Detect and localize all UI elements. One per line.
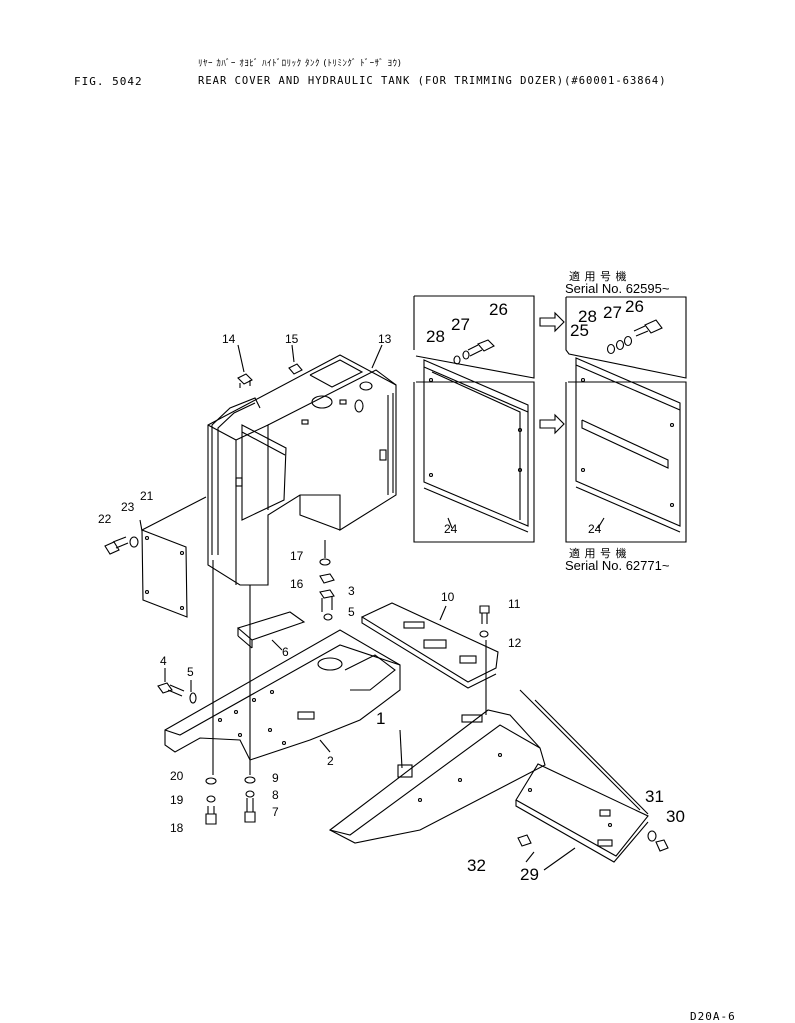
callout-28-left: 28 [426,327,445,346]
bolt-22 [104,536,129,555]
callout-7: 7 [272,805,279,819]
callout-5-lower: 5 [187,665,194,679]
callout-20: 20 [170,769,184,783]
detail-box-right-upper [565,296,687,379]
callout-4: 4 [160,654,167,668]
detail-box-left-upper [413,295,535,379]
tank-handle [211,397,261,555]
leader-lines [139,344,649,871]
tank-side-cover [235,424,287,521]
bolt-4 [157,682,185,697]
bolt-3 [319,589,335,612]
title-english: REAR COVER AND HYDRAULIC TANK (FOR TRIMM… [198,75,667,87]
callout-1: 1 [376,709,386,728]
callout-5-upper: 5 [348,605,355,619]
callout-16: 16 [290,577,304,591]
figure-label: FIG. 5042 [74,75,143,88]
callout-29: 29 [520,865,539,884]
bolt-26-right [633,319,663,337]
callout-10: 10 [441,590,455,604]
callout-3: 3 [348,584,355,598]
serial-note-upper: Serial No. 62595~ [565,281,670,296]
frame-1 [328,709,546,844]
page-code: D20A-6 [690,1010,736,1023]
callout-30: 30 [666,807,685,826]
callout-21: 21 [140,489,154,503]
bolt-18 [205,806,217,825]
callout-32: 32 [467,856,486,875]
bolt-26-left [467,339,495,357]
serial-note-lower-jp: 適 用 号 機 [569,547,627,560]
callout-27-left: 27 [451,315,470,334]
callout-24-left: 24 [444,522,458,536]
arrow-lower [539,413,565,435]
cap-14 [237,373,253,388]
plug-16 [319,573,335,584]
callout-14: 14 [222,332,236,346]
serial-note-lower: Serial No. 62771~ [565,558,670,573]
detail-box-left-lower [413,381,535,543]
plate-21 [141,496,207,618]
side-cover-panel-right [575,357,681,533]
callout-8: 8 [272,788,279,802]
side-cover-panel-left [423,359,529,533]
frame-2 [164,629,401,761]
detail-box-right-lower [565,381,687,543]
callout-17: 17 [290,549,304,563]
callout-18: 18 [170,821,184,835]
callout-11: 11 [508,597,521,611]
cover-29 [515,763,649,863]
serial-note-upper-jp: 適 用 号 機 [569,270,627,283]
callout-31: 31 [645,787,664,806]
callout-13: 13 [378,332,392,346]
bolt-30 [655,839,669,852]
plate-10 [360,602,499,689]
bolt-11 [479,605,490,624]
arrow-upper [539,311,565,333]
callout-28-right: 28 [578,307,597,326]
callout-19: 19 [170,793,184,807]
nut-32 [517,834,532,847]
callout-23: 23 [121,500,135,514]
callout-26-right: 26 [625,297,644,316]
callout-24-right: 24 [588,522,602,536]
callout-27-right: 27 [603,303,622,322]
cap-15 [288,363,303,375]
callout-25: 25 [570,321,589,340]
bracket-6 [236,611,306,649]
bolt-7 [244,798,256,823]
callout-9: 9 [272,771,279,785]
callout-12: 12 [508,636,522,650]
callout-26-left: 26 [489,300,508,319]
callout-6: 6 [282,645,289,659]
callout-22: 22 [98,512,112,526]
callout-15: 15 [285,332,299,346]
callout-2: 2 [327,754,334,768]
title-japanese: ﾘﾔｰ ｶﾊﾞｰ ｵﾖﾋﾞ ﾊｲﾄﾞﾛﾘｯｸ ﾀﾝｸ (ﾄﾘﾐﾝｸﾞ ﾄﾞｰｻﾞ… [198,59,402,69]
